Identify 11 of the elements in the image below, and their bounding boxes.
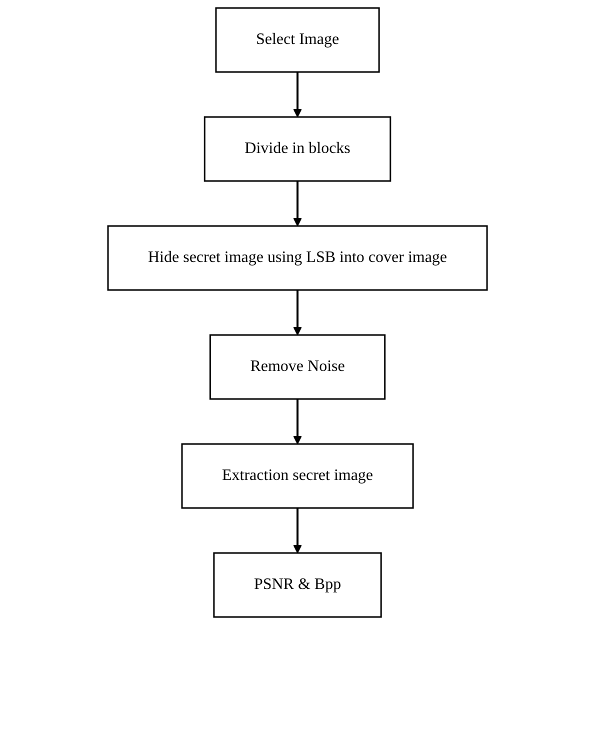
arrow <box>294 181 302 226</box>
node-box: Hide secret image using LSB into cover image <box>108 225 488 291</box>
arrow <box>294 290 302 336</box>
node-box: Remove Noise <box>210 334 386 400</box>
node-box: PSNR & Bpp <box>214 552 382 618</box>
arrow <box>294 399 302 444</box>
arrow <box>294 508 302 554</box>
node-box: Select Image <box>216 7 380 73</box>
arrow <box>294 72 302 118</box>
node-box: Extraction secret image <box>182 443 414 509</box>
node-box: Divide in blocks <box>204 116 392 182</box>
